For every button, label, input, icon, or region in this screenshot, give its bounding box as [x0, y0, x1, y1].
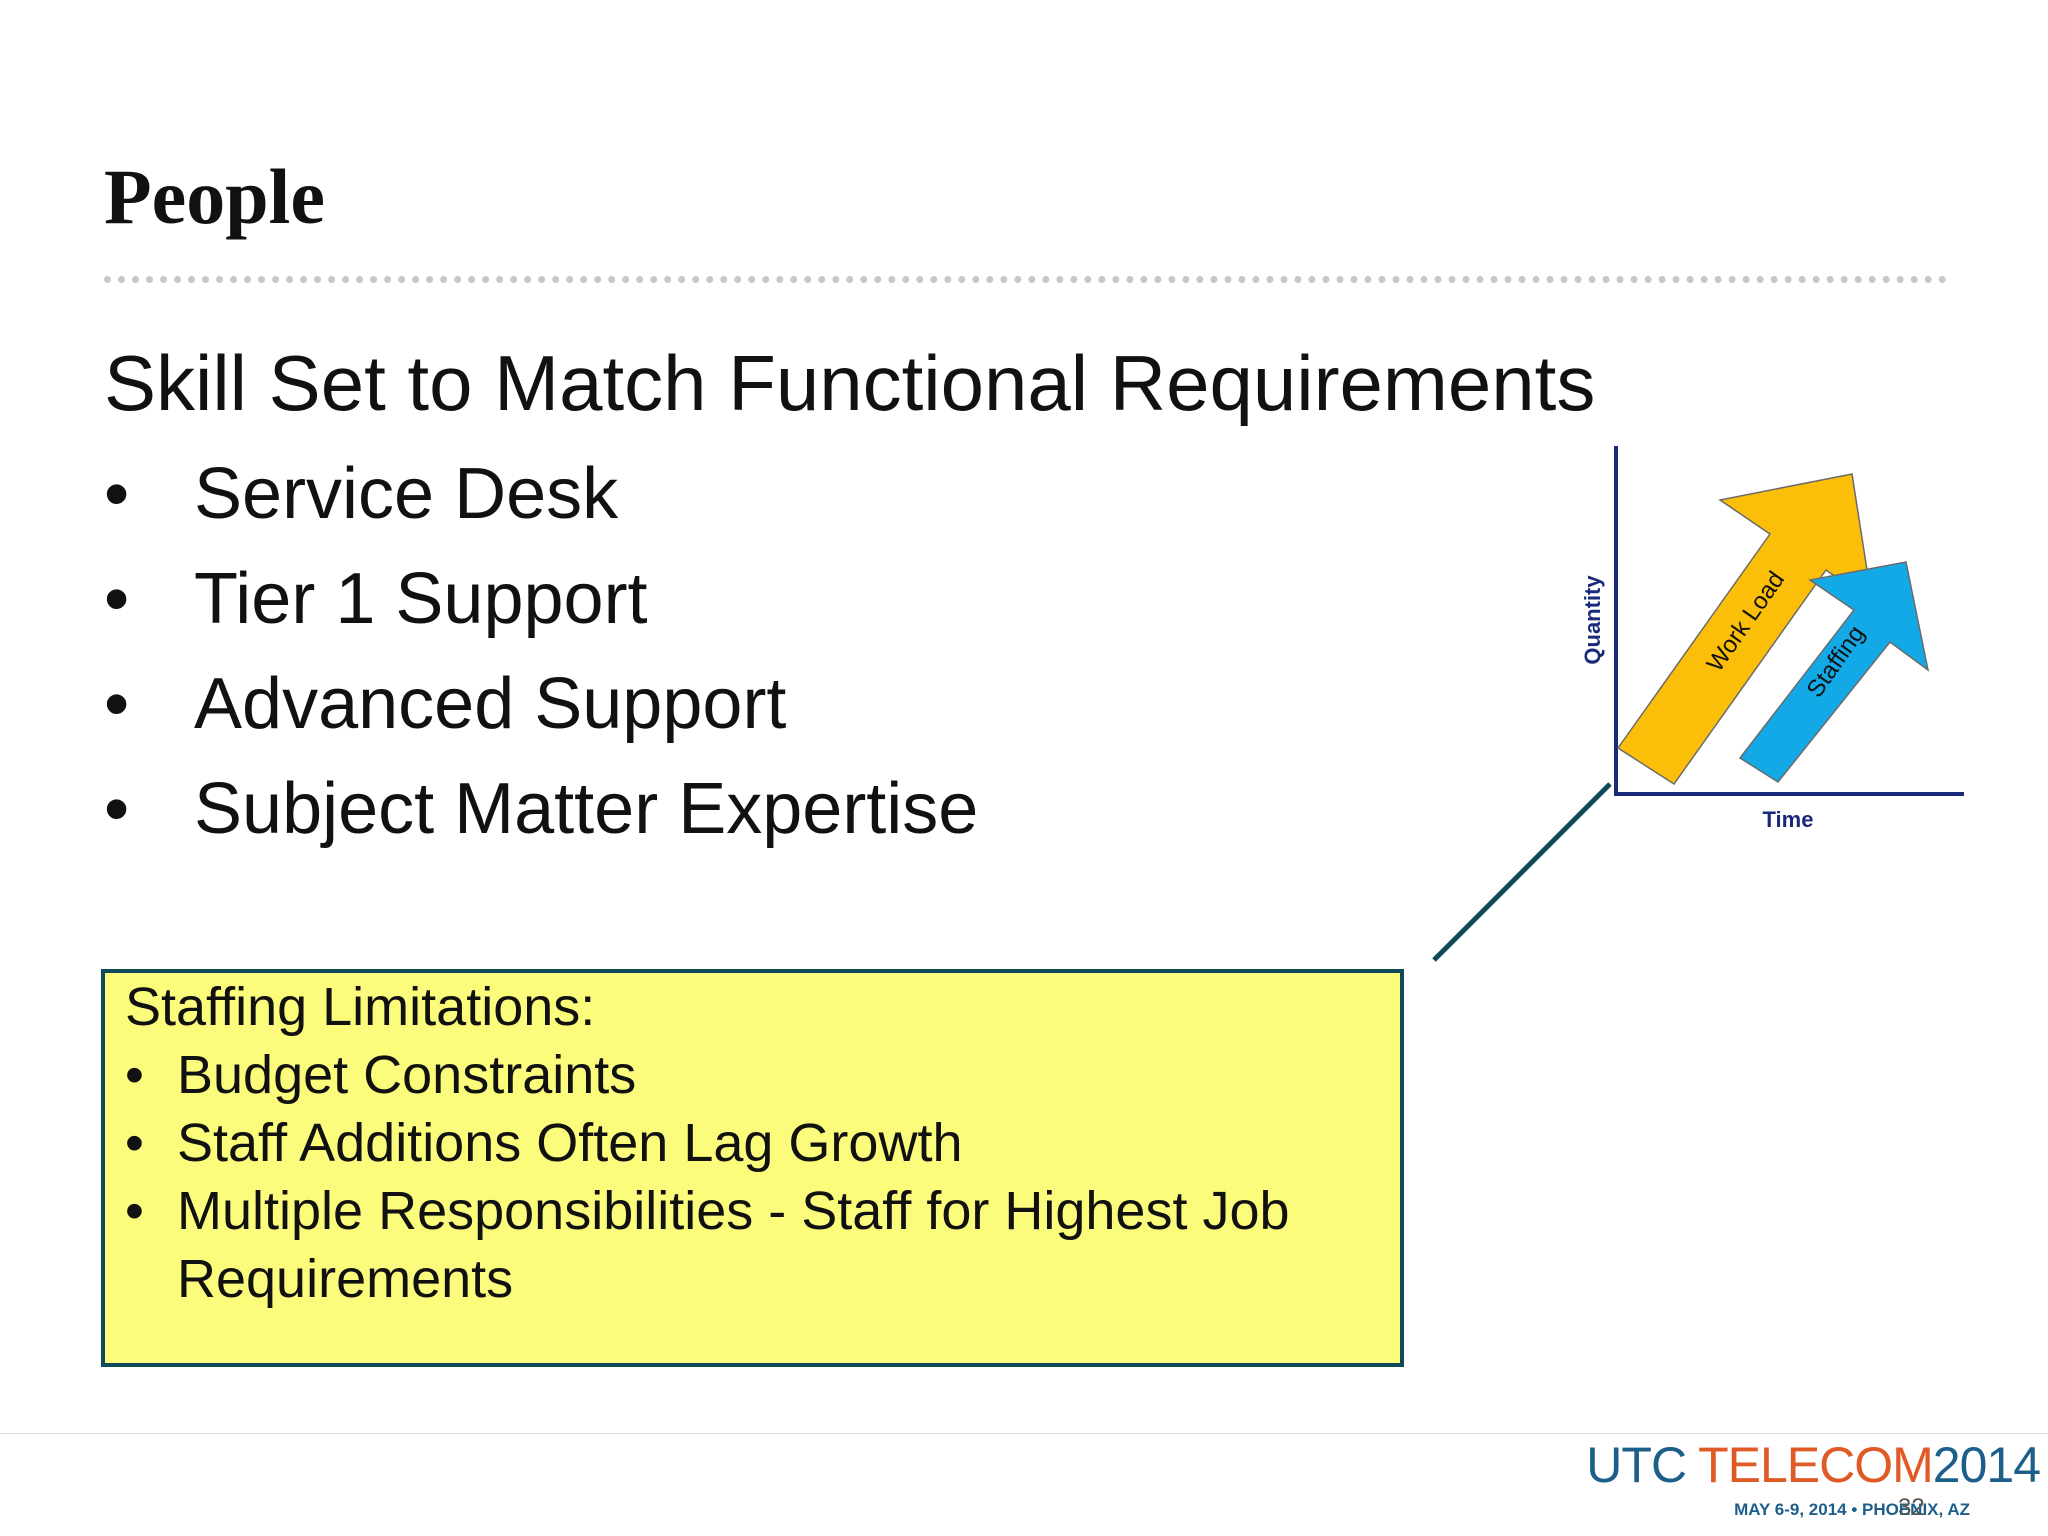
staffing-arrow [1738, 561, 1930, 783]
list-item: • Budget Constraints [125, 1041, 1385, 1109]
page-number: 32 [1898, 1494, 1925, 1521]
callout-heading: Staffing Limitations: [125, 977, 596, 1037]
work-load-arrow [1616, 473, 1874, 786]
y-axis-label: Quantity [1580, 575, 1605, 665]
footer-divider [0, 1433, 2048, 1434]
bullet-icon: • [104, 769, 130, 849]
logo-year: 2014 [1932, 1437, 2041, 1493]
list-item-label: Advanced Support [194, 664, 787, 744]
list-item-label: Service Desk [194, 454, 619, 534]
staffing-limitations-callout: Staffing Limitations: • Budget Constrain… [101, 969, 1404, 1367]
workload-staffing-diagram: Quantity Time Work Load Staffing [1580, 446, 1964, 832]
callout-list: • Budget Constraints • Staff Additions O… [125, 1041, 1385, 1313]
bullet-icon: • [125, 1113, 144, 1173]
logo-tagline: MAY 6-9, 2014 • PHOENIX, AZ [1734, 1500, 1970, 1519]
list-item-label: Budget Constraints [177, 1045, 637, 1105]
list-item-label: Subject Matter Expertise [194, 769, 979, 849]
list-item-label: Tier 1 Support [194, 559, 648, 639]
logo-utc: UTC [1586, 1437, 1687, 1493]
bullet-icon: • [104, 454, 130, 534]
bullet-icon: • [125, 1045, 144, 1105]
list-item: • Staff Additions Often Lag Growth [125, 1109, 1385, 1177]
logo-wordmark: UTC TELECOM2014 [1586, 1437, 2041, 1493]
bullet-icon: • [125, 1181, 144, 1241]
title-divider [104, 276, 1947, 283]
list-item: • Multiple Responsibilities - Staff for … [125, 1177, 1385, 1313]
logo-telecom: TELECOM [1698, 1437, 1934, 1493]
x-axis-label: Time [1763, 807, 1814, 832]
utc-telecom-logo: UTC TELECOM2014 MAY 6-9, 2014 • PHOENIX,… [1580, 1437, 2041, 1530]
list-item-label: Multiple Responsibilities - Staff for Hi… [177, 1181, 1290, 1309]
slide-title: People [104, 153, 325, 240]
bullet-icon: • [104, 559, 130, 639]
slide-subtitle: Skill Set to Match Functional Requiremen… [104, 339, 1596, 427]
list-item-label: Staff Additions Often Lag Growth [177, 1113, 963, 1173]
bullet-icon: • [104, 664, 130, 744]
